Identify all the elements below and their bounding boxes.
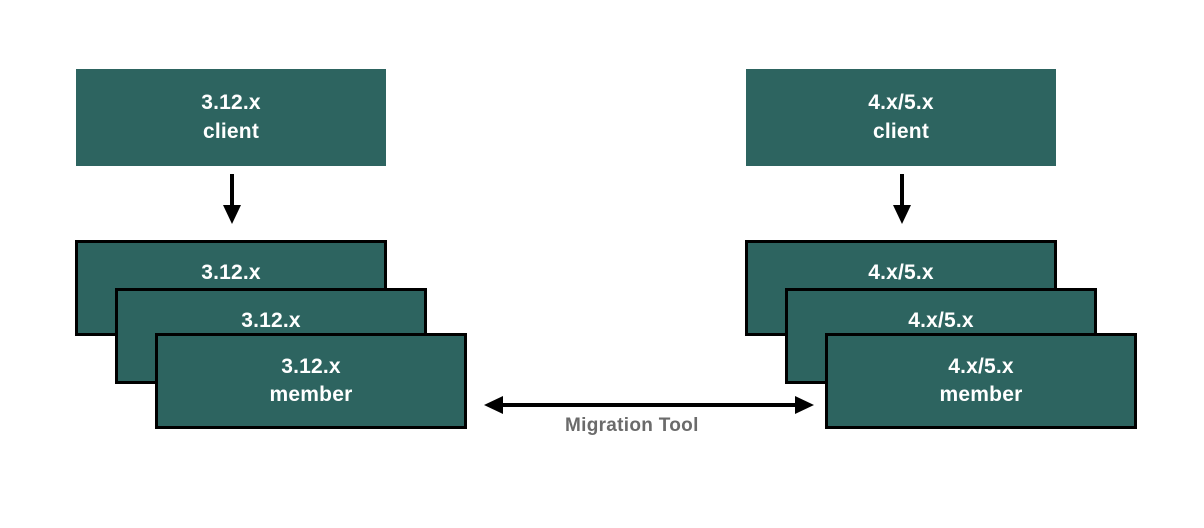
client-right-line1: 4.x/5.x — [868, 91, 934, 115]
arrow-migration-bidirectional — [484, 396, 814, 414]
member-left-back-line1: 3.12.x — [201, 261, 261, 284]
client-right-line2: client — [872, 119, 930, 143]
client-left-line2: client — [202, 119, 260, 143]
migration-tool-label: Migration Tool — [565, 415, 699, 436]
member-right-mid-line1: 4.x/5.x — [908, 309, 974, 332]
node-client-right: 4.x/5.x client — [746, 69, 1056, 166]
member-left-front-line1: 3.12.x — [281, 354, 341, 378]
node-member-right-front: 4.x/5.x member — [825, 333, 1137, 429]
member-right-back-line1: 4.x/5.x — [868, 261, 934, 284]
client-left-line1: 3.12.x — [201, 91, 261, 115]
member-left-mid-line1: 3.12.x — [241, 309, 301, 332]
arrow-client-to-member-right — [893, 174, 911, 224]
member-left-front-line2: member — [269, 383, 353, 406]
node-client-left: 3.12.x client — [76, 69, 386, 166]
arrow-client-to-member-left — [223, 174, 241, 224]
node-member-left-front: 3.12.x member — [155, 333, 467, 429]
member-right-front-line2: member — [939, 383, 1023, 406]
member-right-front-line1: 4.x/5.x — [948, 354, 1014, 378]
